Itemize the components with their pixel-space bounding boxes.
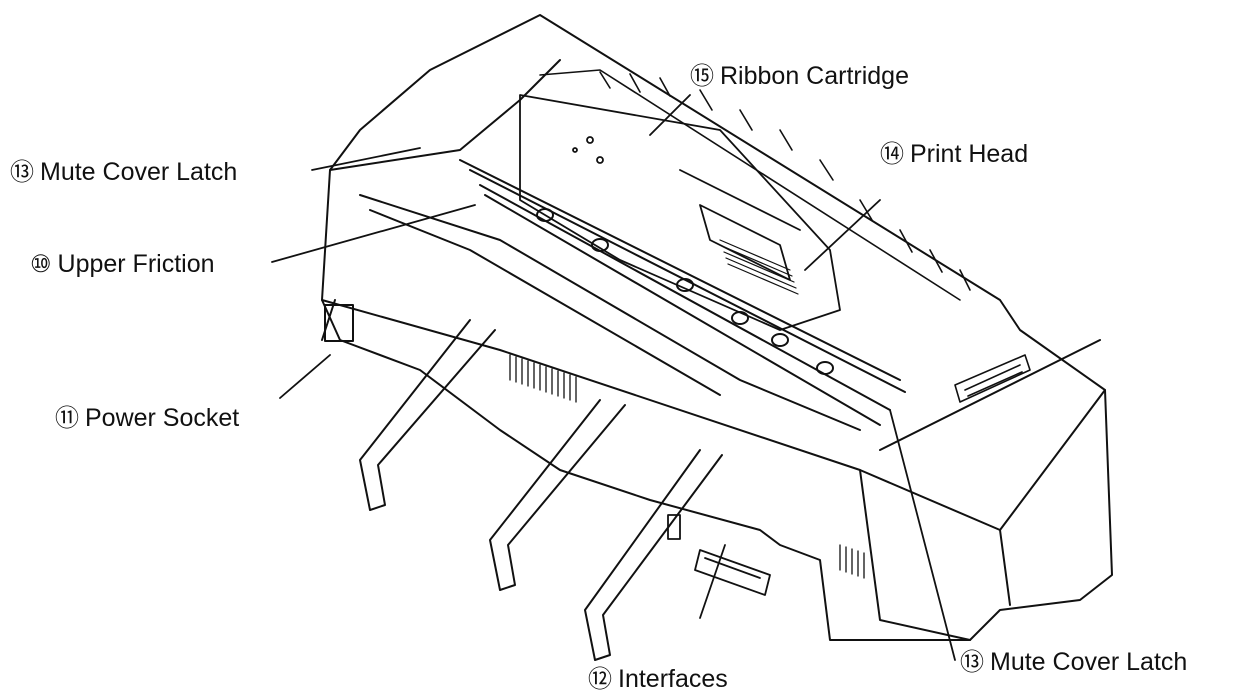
interface-port xyxy=(667,514,771,596)
callout-number: ⑮ xyxy=(690,63,714,90)
callout-text: Power Socket xyxy=(85,404,240,432)
callout-number: ⑪ xyxy=(55,405,79,432)
ribbon-cartridge xyxy=(519,94,841,331)
callout-text: Mute Cover Latch xyxy=(40,158,238,186)
side-dial xyxy=(954,354,1031,403)
callout-text: Ribbon Cartridge xyxy=(720,62,909,90)
callout-number: ⑬ xyxy=(960,649,984,676)
callout-text: Upper Friction xyxy=(57,250,215,278)
callout-number: ⑩ xyxy=(30,251,52,278)
print-head xyxy=(719,239,799,295)
callout-number: ⑭ xyxy=(880,141,904,168)
printer-body xyxy=(321,14,1113,641)
callout-text: Mute Cover Latch xyxy=(990,648,1188,676)
rear-paper-guides xyxy=(539,69,971,301)
leader-lines xyxy=(271,94,956,661)
callout-text: Print Head xyxy=(910,140,1029,168)
ventilation-grille xyxy=(509,354,865,579)
callout-text: Interfaces xyxy=(618,665,728,693)
platen xyxy=(459,159,906,426)
callout-number: ⑫ xyxy=(588,666,612,693)
callout-number: ⑬ xyxy=(10,159,34,186)
